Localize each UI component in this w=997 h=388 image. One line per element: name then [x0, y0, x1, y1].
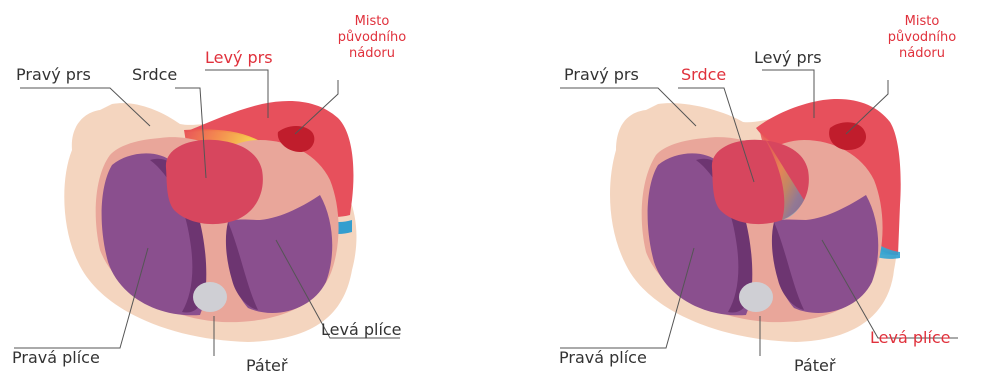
diagram-left: Pravý prs Srdce Levý prs Misto původního… — [0, 0, 498, 388]
label-right-lung: Pravá plíce — [12, 349, 100, 367]
label-heart: Srdce — [681, 66, 726, 84]
label-tumor-site: Misto původního nádoru — [330, 14, 414, 62]
label-right-breast: Pravý prs — [16, 66, 91, 84]
label-spine: Páteř — [246, 357, 287, 375]
label-left-lung: Levá plíce — [321, 321, 402, 339]
label-right-breast: Pravý prs — [564, 66, 639, 84]
label-spine: Páteř — [794, 357, 835, 375]
spine — [739, 282, 773, 312]
label-left-breast: Levý prs — [754, 49, 822, 67]
label-heart: Srdce — [132, 66, 177, 84]
label-left-lung: Levá plíce — [870, 329, 951, 347]
label-left-breast: Levý prs — [205, 49, 273, 67]
diagram-right: Pravý prs Srdce Levý prs Misto původního… — [498, 0, 997, 388]
heart — [166, 140, 263, 224]
spine — [193, 282, 227, 312]
label-tumor-site: Misto původního nádoru — [880, 14, 964, 62]
label-right-lung: Pravá plíce — [559, 349, 647, 367]
